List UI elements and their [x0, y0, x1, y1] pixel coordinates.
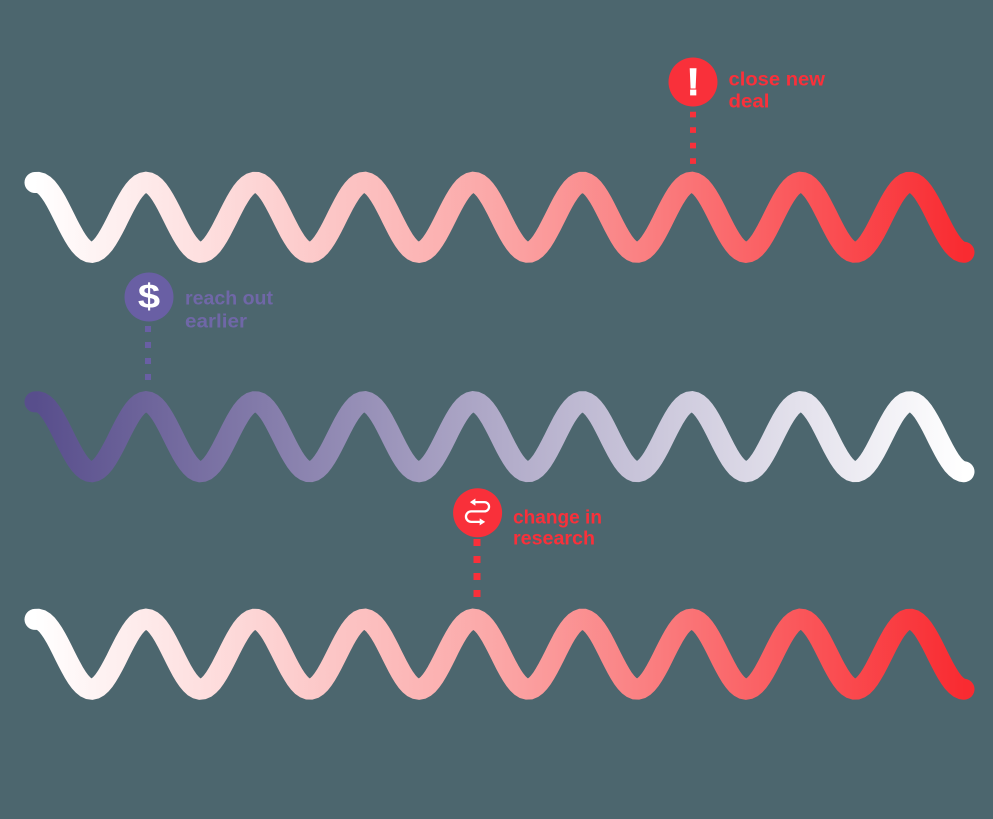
- svg-text:$: $: [138, 276, 160, 315]
- svg-text:close new: close new: [729, 68, 826, 90]
- svg-text:reach out: reach out: [185, 287, 273, 309]
- svg-text:change in: change in: [513, 507, 602, 529]
- svg-text:research: research: [513, 528, 595, 550]
- svg-text:earlier: earlier: [185, 310, 247, 332]
- svg-text:deal: deal: [729, 90, 770, 112]
